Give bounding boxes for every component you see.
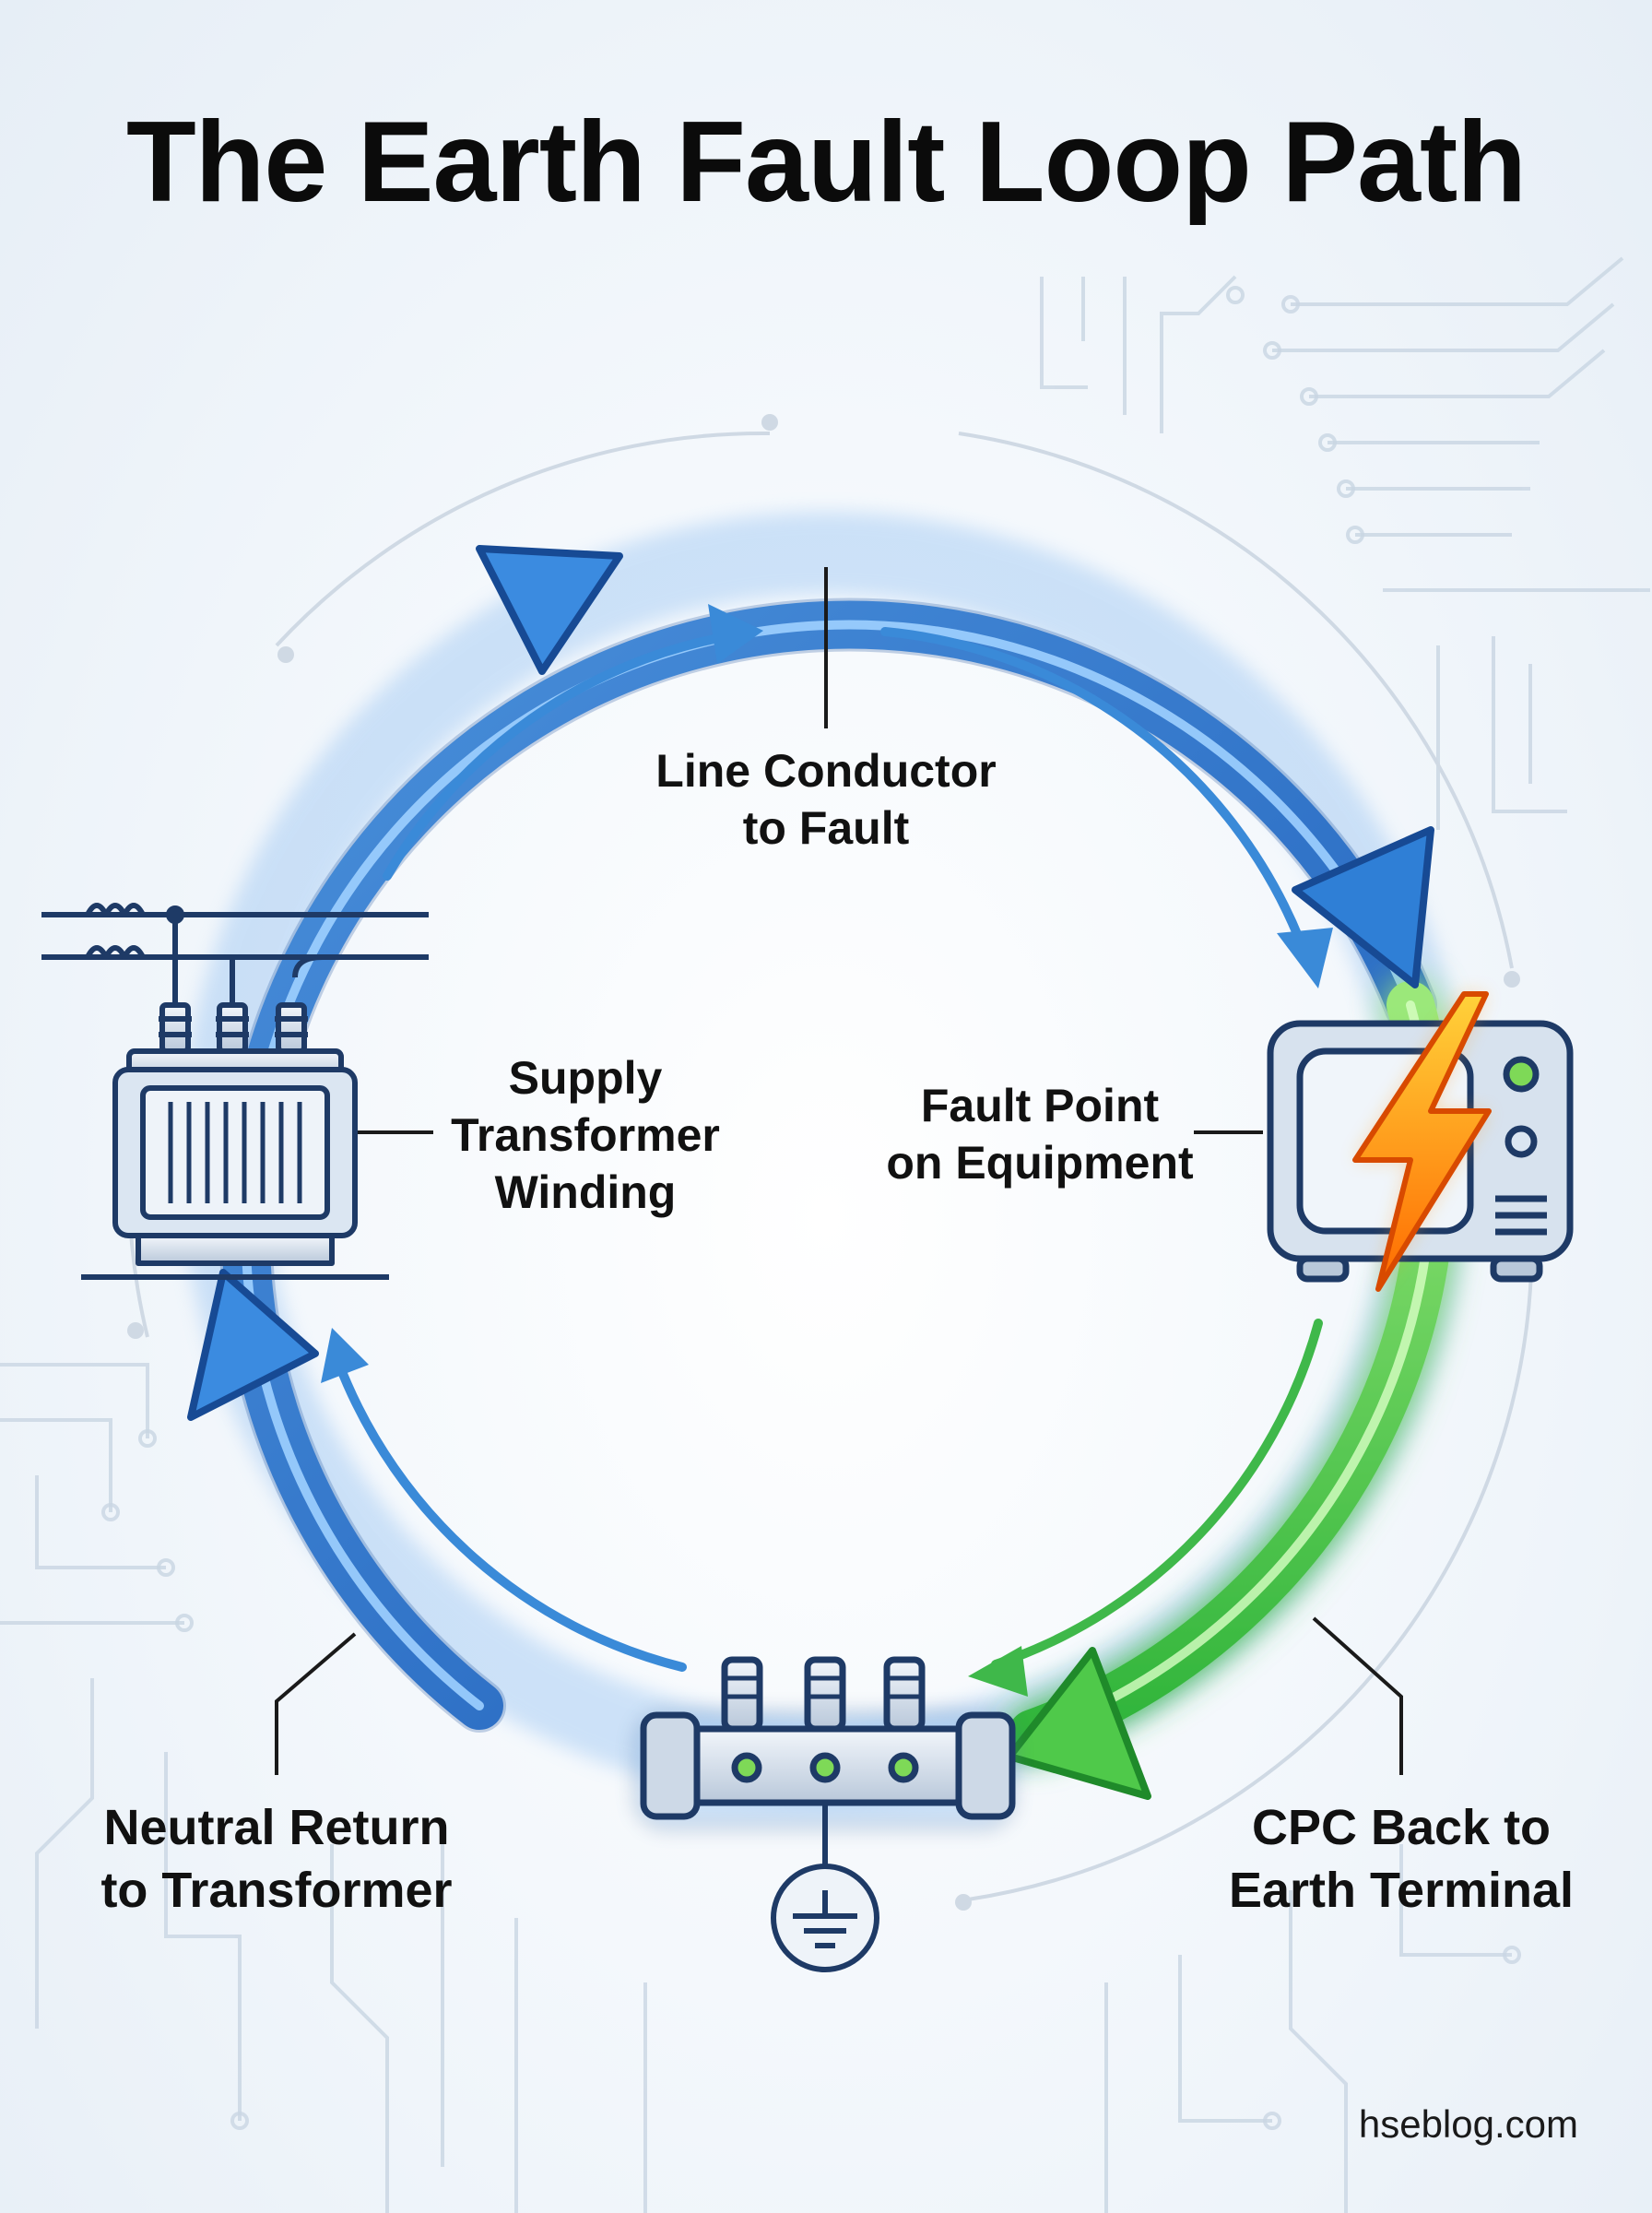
arrowhead-bottom-left [187, 1269, 319, 1421]
label-cpc-back: CPC Back to Earth Terminal [1198, 1796, 1604, 1922]
label-supply-transformer: Supply Transformer Winding [406, 1049, 765, 1221]
earth-symbol-icon [771, 1803, 879, 1972]
label-fault-point-line2: on Equipment [886, 1137, 1194, 1189]
label-line-conductor-line1: Line Conductor [655, 745, 997, 797]
inner-arrow-bottom-left [321, 1328, 687, 1672]
site-credit: hseblog.com [1358, 2102, 1578, 2146]
label-neutral-return-line1: Neutral Return [103, 1800, 450, 1855]
circuit-background [0, 256, 1650, 2213]
earth-bar-icon [634, 1656, 1016, 1829]
label-fault-point: Fault Point on Equipment [856, 1077, 1224, 1191]
label-line-conductor: Line Conductor to Fault [596, 742, 1056, 857]
arrowhead-top-left [476, 545, 623, 675]
label-neutral-return: Neutral Return to Transformer [74, 1796, 479, 1922]
label-cpc-back-line1: CPC Back to [1251, 1800, 1552, 1855]
label-neutral-return-line2: to Transformer [100, 1863, 453, 1918]
label-supply-transformer-line3: Winding [494, 1166, 677, 1218]
page-title: The Earth Fault Loop Path [125, 99, 1527, 226]
lightning-bolt-icon [1352, 991, 1492, 1292]
label-line-conductor-line2: to Fault [742, 802, 910, 854]
outer-ring-dots [127, 414, 1520, 1911]
label-cpc-back-line2: Earth Terminal [1228, 1863, 1575, 1918]
inner-arrow-top-left [383, 604, 763, 881]
label-supply-transformer-line2: Transformer [451, 1109, 720, 1161]
arrowhead-bottom-right [1006, 1647, 1151, 1800]
inner-arrow-top-right [880, 627, 1333, 988]
circuit-nodes [101, 286, 1521, 2130]
arrowhead-top-right [1292, 826, 1434, 988]
label-fault-point-line1: Fault Point [920, 1080, 1160, 1131]
transformer-icon [41, 903, 429, 1280]
leader-lines [275, 567, 1403, 1775]
inner-arrow-bottom-right [968, 1319, 1323, 1697]
label-supply-transformer-line1: Supply [508, 1052, 663, 1104]
